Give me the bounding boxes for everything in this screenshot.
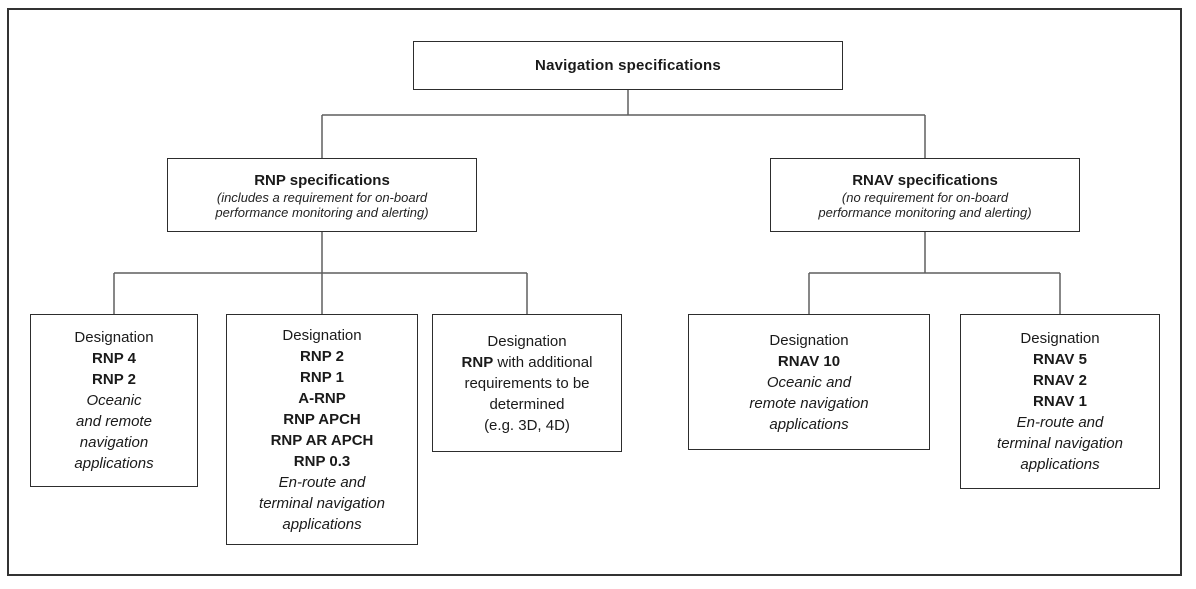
designation-rest: with additional <box>493 353 593 371</box>
rnav-specifications-box: RNAV specifications (no requirement for … <box>770 158 1080 232</box>
application-note: remote navigation <box>749 394 869 412</box>
designation-heading: Designation <box>1020 330 1100 347</box>
designation-item: RNP 2 <box>92 371 136 388</box>
rnp-oceanic-designation-box: Designation RNP 4 RNP 2 Oceanic and remo… <box>30 314 198 487</box>
rnav-subtitle-line2: performance monitoring and alerting) <box>818 204 1032 220</box>
application-note: terminal navigation <box>259 494 385 512</box>
diagram-border <box>7 8 1182 576</box>
designation-item: RNP APCH <box>283 410 361 428</box>
designation-item: RNP <box>461 353 494 371</box>
rnp-title: RNP specifications <box>254 171 390 189</box>
rnp-specifications-box: RNP specifications (includes a requireme… <box>167 158 477 232</box>
rnav-enroute-designation-box: Designation RNAV 5 RNAV 2 RNAV 1 En-rout… <box>960 314 1160 489</box>
application-note: terminal navigation <box>997 435 1123 452</box>
designation-item: RNP 1 <box>300 368 344 386</box>
designation-item: RNP AR APCH <box>270 431 374 449</box>
requirements-note: determined <box>489 395 565 413</box>
rnp-enroute-designation-box: Designation RNP 2 RNP 1 A-RNP RNP APCH R… <box>226 314 418 545</box>
designation-item: RNP 4 <box>92 350 136 367</box>
application-note: applications <box>769 415 849 433</box>
designation-item: RNAV 1 <box>1033 393 1087 410</box>
rnav-oceanic-designation-box: Designation RNAV 10 Oceanic and remote n… <box>688 314 930 450</box>
requirements-note: requirements to be <box>464 374 590 392</box>
designation-item: RNAV 2 <box>1033 372 1087 389</box>
designation-heading: Designation <box>74 329 154 346</box>
designation-item: A-RNP <box>298 389 346 407</box>
rnp-subtitle-line1: (includes a requirement for on-board <box>216 189 428 205</box>
application-note: Oceanic and <box>766 373 852 391</box>
application-note: applications <box>1020 456 1100 473</box>
designation-item: RNP 0.3 <box>293 452 351 470</box>
requirements-note: (e.g. 3D, 4D) <box>484 416 570 434</box>
designation-heading: Designation <box>487 332 567 350</box>
designation-heading: Designation <box>282 326 362 344</box>
application-note: and remote <box>76 413 152 430</box>
application-note: applications <box>282 515 362 533</box>
designation-item: RNAV 10 <box>777 352 841 370</box>
application-note: applications <box>74 455 154 472</box>
designation-heading: Designation <box>769 331 849 349</box>
rnp-subtitle-line2: performance monitoring and alerting) <box>215 204 429 220</box>
application-note: En-route and <box>278 473 366 491</box>
rnav-title: RNAV specifications <box>852 171 998 189</box>
designation-mixed-line: RNP with additional <box>462 352 593 373</box>
rnp-additional-requirements-box: Designation RNP with additional requirem… <box>432 314 622 452</box>
application-note: En-route and <box>1016 414 1104 431</box>
designation-item: RNAV 5 <box>1033 351 1087 368</box>
root-title: Navigation specifications <box>535 57 721 74</box>
application-note: navigation <box>79 434 149 451</box>
application-note: Oceanic <box>86 392 142 409</box>
designation-item: RNP 2 <box>300 347 344 365</box>
navigation-specifications-box: Navigation specifications <box>413 41 843 90</box>
rnav-subtitle-line1: (no requirement for on-board <box>841 189 1009 205</box>
